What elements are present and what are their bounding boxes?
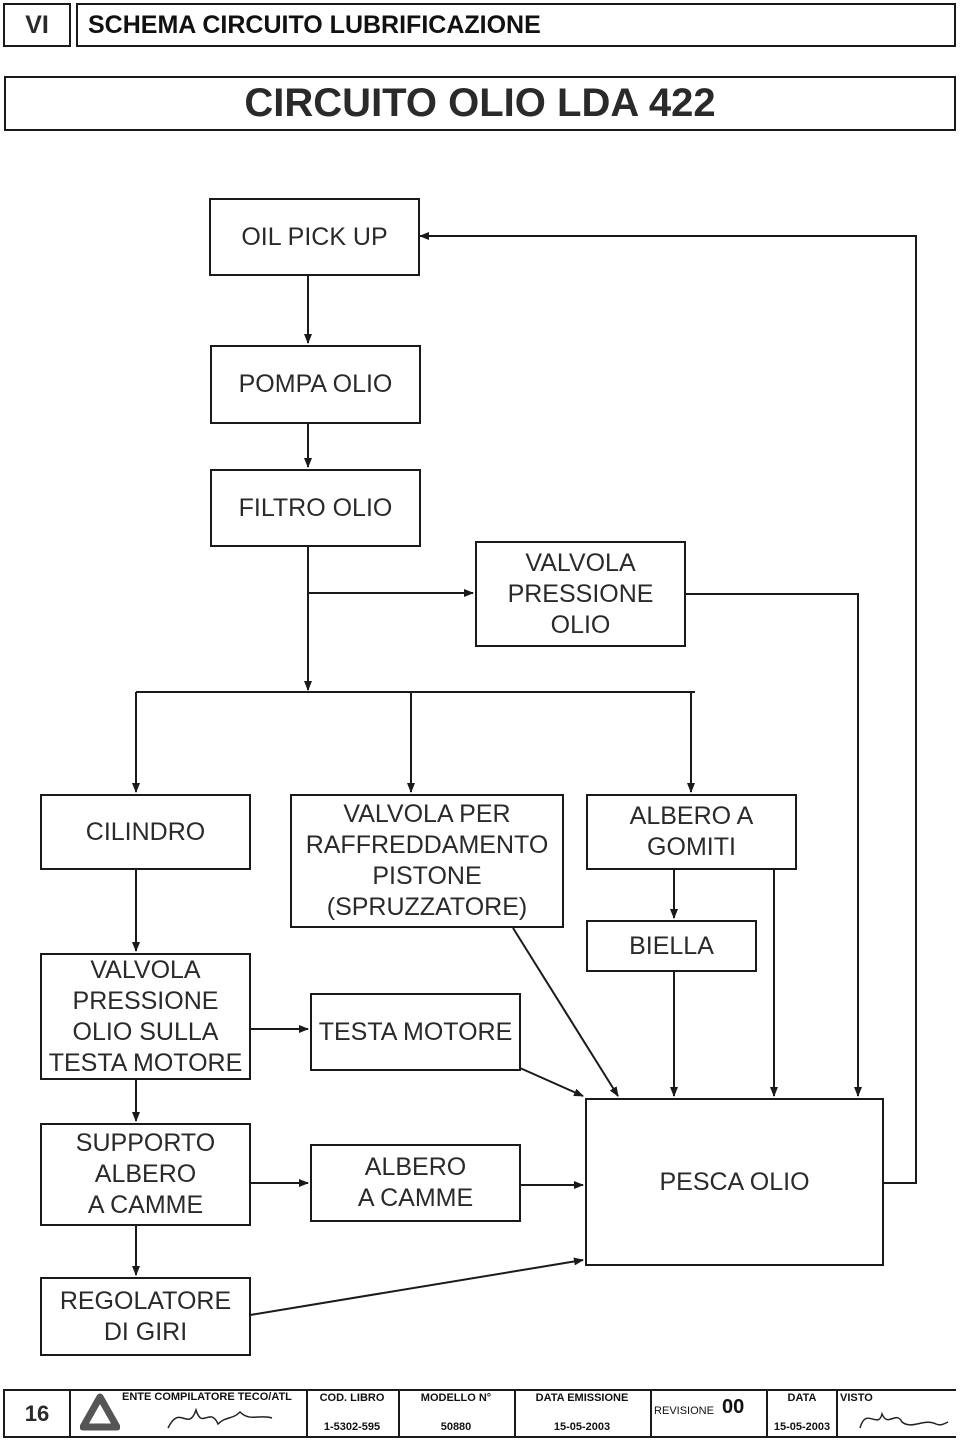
diagram-title: CIRCUITO OLIO LDA 422	[4, 76, 956, 131]
section-title: SCHEMA CIRCUITO LUBRIFICAZIONE	[76, 3, 956, 47]
approval-signature	[859, 1411, 949, 1429]
crankshaft-box: ALBERO A GOMITI	[586, 794, 797, 870]
piston-cooling-valve-box: VALVOLA PER RAFFREDDAMENTO PISTONE (SPRU…	[290, 794, 564, 928]
connector-piston-sump	[512, 927, 619, 1097]
connector-governor-sump	[249, 1257, 584, 1316]
modello-value: 50880	[440, 1421, 472, 1433]
footer-divider-5	[766, 1389, 768, 1438]
modello-label: MODELLO N°	[420, 1392, 492, 1404]
footer-divider-2	[398, 1389, 400, 1438]
footer-divider-6	[836, 1389, 838, 1438]
conrod-box: BIELLA	[586, 920, 757, 972]
connector-head-sump	[519, 1067, 584, 1097]
cylinder-head-box: TESTA MOTORE	[310, 993, 521, 1071]
governor-box: REGOLATORE DI GIRI	[40, 1277, 251, 1356]
date-value: 15-05-2003	[773, 1421, 831, 1433]
revision-value: 00	[722, 1396, 745, 1418]
footer-divider-3	[514, 1389, 516, 1438]
emission-label: DATA EMISSIONE	[535, 1392, 629, 1404]
cylinder-box: CILINDRO	[40, 794, 251, 870]
emission-date: 15-05-2003	[553, 1421, 611, 1433]
oil-filter-box: FILTRO OLIO	[210, 469, 421, 547]
connector-pressure-valve-sump	[686, 593, 862, 1097]
footer-divider-1	[306, 1389, 308, 1438]
connector-sump-return	[419, 232, 917, 1184]
page-number: 16	[3, 1389, 71, 1438]
cod-libro-label: COD. LIBRO	[319, 1392, 385, 1404]
footer-title-block	[3, 1389, 956, 1438]
compiler-signature	[167, 1407, 273, 1429]
visto-label: VISTO	[840, 1392, 873, 1404]
cam-support-box: SUPPORTO ALBERO A CAMME	[40, 1123, 251, 1226]
pressure-valve-box: VALVOLA PRESSIONE OLIO	[475, 541, 686, 647]
section-number: VI	[3, 3, 71, 47]
camshaft-box: ALBERO A CAMME	[310, 1144, 521, 1222]
oil-pick-up-box: OIL PICK UP	[209, 198, 420, 276]
logo-icon	[80, 1393, 120, 1431]
ente-label: ENTE COMPILATORE TECO/ATL	[122, 1391, 292, 1403]
oil-pump-box: POMPA OLIO	[210, 345, 421, 424]
head-pressure-valve-box: VALVOLA PRESSIONE OLIO SULLA TESTA MOTOR…	[40, 953, 251, 1080]
oil-sump-box: PESCA OLIO	[585, 1098, 884, 1266]
footer-divider-4	[650, 1389, 652, 1438]
revision-label: REVISIONE	[654, 1405, 714, 1417]
date-label: DATA	[787, 1392, 817, 1404]
cod-libro-value: 1-5302-595	[323, 1421, 381, 1433]
